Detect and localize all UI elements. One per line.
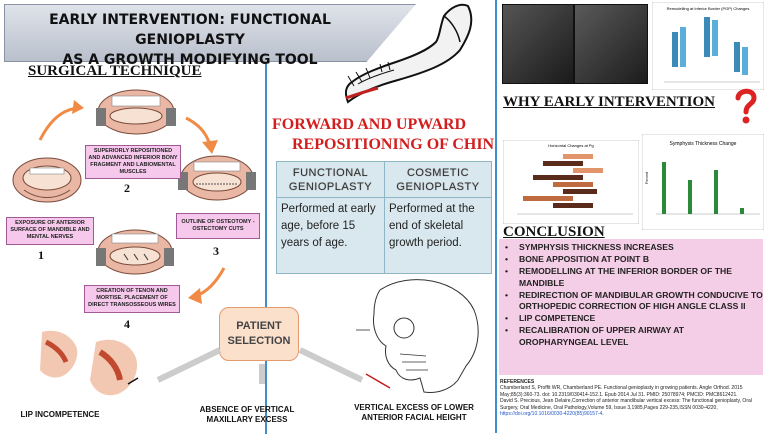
conclusion-list: SYMPHYSIS THICKNESS INCREASES BONE APPOS… <box>499 239 763 348</box>
patient-selection-box: PATIENT SELECTION <box>219 307 299 361</box>
vertical-divider-right <box>495 0 497 433</box>
functional-header-2: GENIOPLASTY <box>288 181 373 193</box>
conclusion-item: REDIRECTION OF MANDIBULAR GROWTH CONDUCI… <box>499 290 763 313</box>
vertical-line-2: ANTERIOR FACIAL HEIGHT <box>361 413 467 422</box>
cosmetic-description: Performed at the end of skeletal growth … <box>389 203 475 249</box>
step-1-illustration <box>12 157 82 203</box>
cosmetic-header-2: GENIOPLASTY <box>396 181 480 193</box>
functional-description: Performed at early age, before 15 years … <box>281 203 376 249</box>
cosmetic-header-1: COSMETIC <box>406 167 470 179</box>
conclusion-item: LIP COMPETENCE <box>499 313 763 325</box>
step-1-number: 1 <box>38 248 44 262</box>
conclusion-item: SYMPHYSIS THICKNESS INCREASES <box>499 242 763 254</box>
functional-header-1: FUNCTIONAL <box>292 167 369 179</box>
mandible-illustration <box>344 3 473 104</box>
page-title: EARLY INTERVENTION: FUNCTIONAL GENIOPLAS… <box>10 10 370 70</box>
vertical-line-1: VERTICAL EXCESS OF LOWER <box>354 403 474 412</box>
patient-line-2: SELECTION <box>227 335 291 347</box>
absence-line-1: ABSENCE OF VERTICAL <box>199 405 295 414</box>
conclusion-box: SYMPHYSIS THICKNESS INCREASES BONE APPOS… <box>499 239 763 375</box>
patient-line-1: PATIENT <box>236 320 282 332</box>
absence-vertical-maxillary-label: ABSENCE OF VERTICAL MAXILLARY EXCESS <box>182 405 312 425</box>
lip-incompetence-illustration <box>40 330 139 396</box>
functional-header: FUNCTIONAL GENIOPLASTY <box>277 162 384 198</box>
references-section: REFERENCES Chamberland S, Proffit WR, Ch… <box>500 379 764 417</box>
reference-1: Chamberland S, Proffit WR, Chamberland P… <box>500 385 743 398</box>
genioplasty-comparison-table: FUNCTIONAL GENIOPLASTY COSMETIC GENIOPLA… <box>276 161 492 274</box>
forward-line-1: FORWARD AND UPWARD <box>272 116 467 133</box>
conclusion-item: RECALIBRATION OF UPPER AIRWAY AT OROPHAR… <box>499 325 763 348</box>
references-heading: REFERENCES <box>500 379 535 385</box>
why-early-intervention-heading: WHY EARLY INTERVENTION <box>503 94 716 110</box>
symphysis-chart-title: Symphysis Thickness Change <box>670 141 737 147</box>
title-banner <box>4 4 416 62</box>
step-4-illustration <box>96 229 174 275</box>
surgical-technique-heading: SURGICAL TECHNIQUE <box>28 63 202 79</box>
vertical-divider-left <box>265 64 267 434</box>
step-2-label: SUPERIORLY REPOSITIONED AND ADVANCED INF… <box>85 145 181 179</box>
reference-2-link[interactable]: https://doi.org/10.1016/0030-4220(85)901… <box>500 411 603 418</box>
step-3-number: 3 <box>213 244 219 258</box>
forward-line-2: REPOSITIONING OF CHIN <box>292 136 495 153</box>
vertical-excess-label: VERTICAL EXCESS OF LOWER ANTERIOR FACIAL… <box>332 403 496 423</box>
step-4-number: 4 <box>124 317 130 331</box>
inferior-border-chart: Remodelling at Inferior Border (PGP) Cha… <box>652 2 764 90</box>
inferior-border-chart-title: Remodelling at Inferior Border (PGP) Cha… <box>667 6 750 11</box>
title-line-2: AS A GROWTH MODIFYING TOOL <box>62 52 318 68</box>
horizontal-changes-title: Horizontal Changes at Pg <box>548 143 594 148</box>
xray-photo-1 <box>502 4 574 84</box>
xray-photo-2 <box>574 4 648 84</box>
forward-upward-heading: FORWARD AND UPWARD REPOSITIONING OF CHIN <box>272 115 496 155</box>
conclusion-item: REMODELLING AT THE INFERIOR BORDER OF TH… <box>499 266 763 289</box>
lip-incompetence-label: LIP INCOMPETENCE <box>20 410 100 419</box>
step-2-illustration <box>96 89 176 135</box>
step-4-label: CREATION OF TENON AND MORTISE. PLACEMENT… <box>84 285 180 313</box>
cosmetic-header: COSMETIC GENIOPLASTY <box>385 162 491 198</box>
step-2-number: 2 <box>124 181 130 195</box>
table-column-divider <box>384 162 385 273</box>
symphysis-thickness-chart: Symphysis Thickness Change Percent <box>642 134 764 230</box>
absence-line-2: MAXILLARY EXCESS <box>206 415 288 424</box>
step-3-illustration <box>178 155 256 201</box>
reference-2-end: . <box>602 411 604 418</box>
title-line-1: EARLY INTERVENTION: FUNCTIONAL GENIOPLAS… <box>49 12 331 48</box>
reference-2: David S. Precious, Jean Delaire,Correcti… <box>500 398 764 417</box>
conclusion-heading: CONCLUSION <box>503 224 605 240</box>
question-mark-icon <box>735 88 757 124</box>
step-3-label: OUTLINE OF OSTEOTOMY -OSTECTOMY CUTS <box>176 213 260 239</box>
reference-2-text: David S. Precious, Jean Delaire,Correcti… <box>500 398 752 411</box>
horizontal-changes-chart: Horizontal Changes at Pg <box>503 140 639 224</box>
conclusion-item: BONE APPOSITION AT POINT B <box>499 254 763 266</box>
patient-selection-arrows <box>156 347 364 384</box>
flow-arrows <box>38 100 226 304</box>
step-1-label: EXPOSURE OF ANTERIOR SURFACE OF MANDIBLE… <box>6 217 94 245</box>
skull-illustration <box>356 279 479 393</box>
symphysis-chart-ylabel: Percent <box>645 172 649 184</box>
